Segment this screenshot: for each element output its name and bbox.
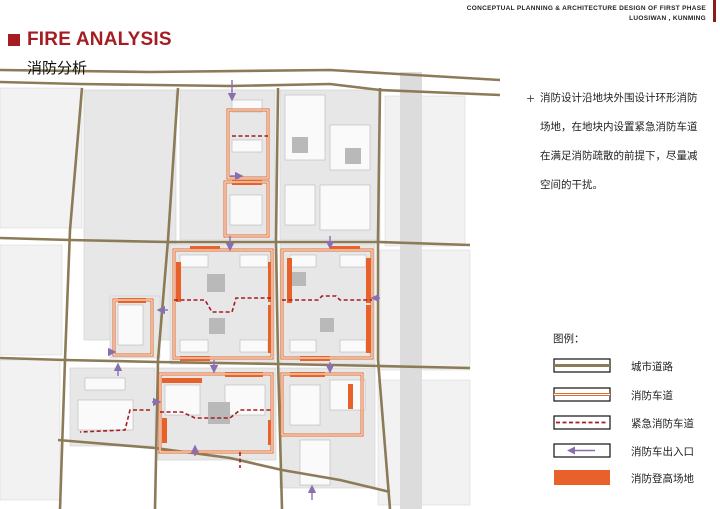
- city-roads: [0, 68, 500, 509]
- legend-label: 消防登高场地: [631, 473, 694, 485]
- climbing-area-swatch: [554, 470, 610, 485]
- city-road-swatch: [553, 358, 611, 373]
- emergency-lanes: [79, 135, 372, 468]
- description-text: 消防设计沿地块外围设计环形消防 场地，在地块内设置紧急消防车道 在满足消防疏散的…: [540, 84, 720, 200]
- header-accent-bar: [713, 0, 716, 22]
- legend-title: 图例：: [553, 333, 585, 345]
- page-title: FIRE ANALYSIS: [27, 29, 172, 50]
- fire-truck-entrances: [108, 80, 380, 500]
- page-subtitle: 消防分析: [27, 59, 88, 77]
- description-line: 场地，在地块内设置紧急消防车道: [540, 121, 698, 133]
- fire-lanes: [112, 108, 374, 454]
- legend-label: 城市道路: [631, 361, 673, 373]
- emergency-lane-swatch: [553, 415, 611, 430]
- bullet-marker: +: [526, 92, 536, 105]
- description-line: 消防设计沿地块外围设计环形消防: [540, 92, 698, 104]
- site-plan-map: [0, 62, 500, 509]
- entrance-arrow-swatch: [553, 443, 611, 458]
- title-marker: [8, 34, 20, 46]
- description-line: 空间的干扰。: [540, 179, 603, 191]
- legend-label: 消防车道: [631, 390, 673, 402]
- river-strip: [400, 72, 422, 509]
- legend-label: 消防车出入口: [631, 446, 694, 458]
- legend-label: 紧急消防车道: [631, 418, 694, 430]
- header-project-line: CONCEPTUAL PLANNING & ARCHITECTURE DESIG…: [466, 5, 706, 12]
- description-line: 在满足消防疏散的前提下，尽量减: [540, 150, 698, 162]
- fire-lane-swatch: [553, 387, 611, 402]
- header-location-line: LUOSIWAN , KUNMING: [629, 15, 706, 22]
